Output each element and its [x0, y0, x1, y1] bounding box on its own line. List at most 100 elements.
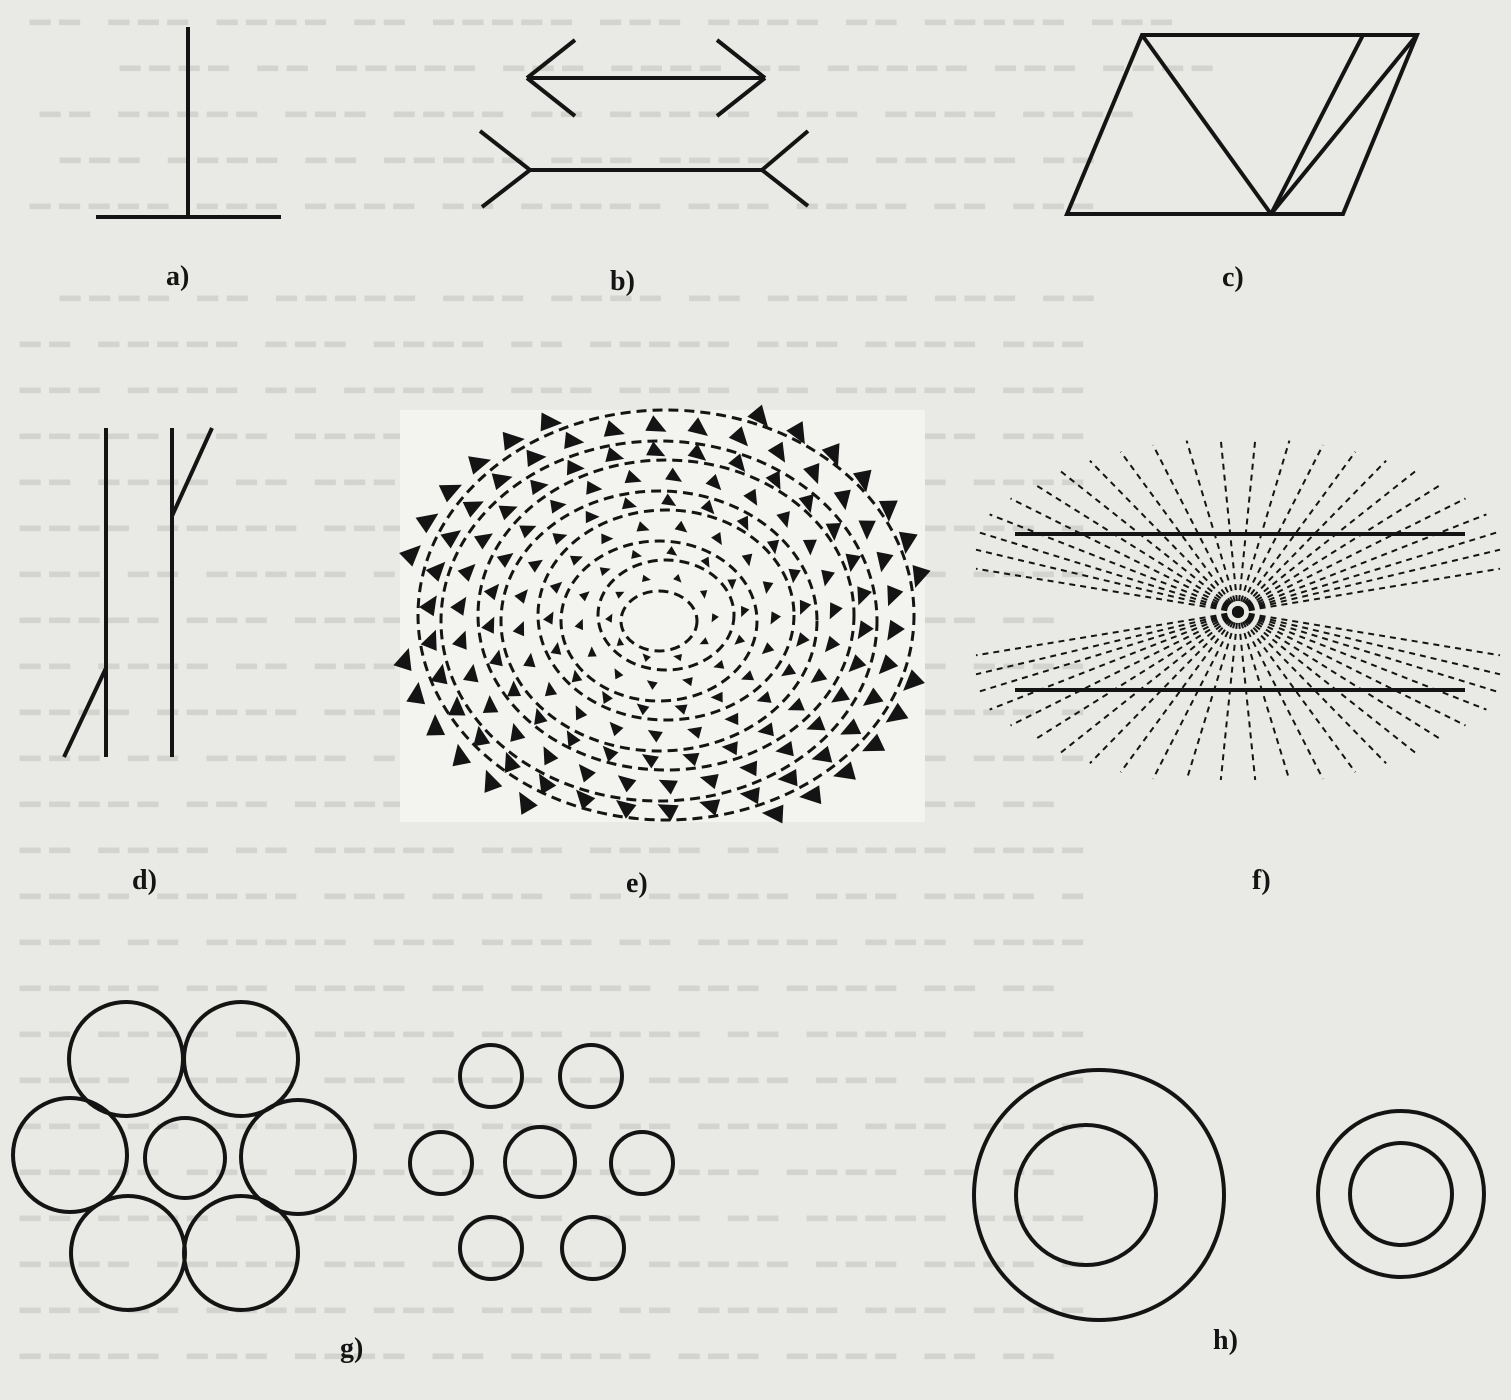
figure-e-mark — [806, 715, 826, 731]
figure-f-ray — [989, 611, 1239, 711]
figure-f-ray — [1089, 611, 1239, 764]
figure-e-mark — [728, 453, 746, 472]
figure-e-mark — [831, 686, 850, 703]
figure-e-mark — [549, 581, 563, 594]
figure-g-large-circle — [239, 1098, 357, 1216]
figure-e-mark — [852, 469, 872, 493]
figure-e-mark — [609, 721, 624, 737]
figure-e-mark — [440, 530, 462, 549]
figure-e-mark — [463, 663, 479, 683]
figure-e-mark — [605, 446, 625, 462]
figure-f-ray — [1033, 483, 1239, 613]
figure-e-mark — [887, 619, 905, 641]
figure-g-small-circle — [458, 1215, 524, 1281]
figure-e-mark — [550, 499, 567, 514]
figure-e-mark — [512, 621, 525, 637]
figure-e-ring — [536, 508, 796, 722]
figure-e-mark — [481, 616, 495, 634]
figure-e-mark — [406, 681, 426, 705]
figure-a-vertical-horizontal — [96, 27, 281, 219]
figure-e-mark — [739, 760, 758, 777]
figure-e-mark — [457, 563, 476, 582]
figure-e-mark — [770, 611, 781, 625]
figure-e-mark — [526, 449, 547, 467]
figure-e-mark — [631, 549, 642, 559]
figure-e-mark — [552, 533, 568, 545]
figure-d-lower-segment — [62, 667, 108, 758]
figure-e-mark — [878, 500, 898, 522]
figure-e-mark — [786, 421, 805, 445]
figure-f-ray — [1237, 611, 1501, 694]
figure-e-mark — [601, 533, 614, 545]
figure-e-ring — [596, 558, 736, 672]
figure-f-ray — [1152, 444, 1239, 613]
figure-d-poggendorff — [62, 427, 214, 758]
figure-h-delboeuf — [972, 1068, 1486, 1322]
figure-e-mark — [602, 745, 619, 762]
figure-e-mark — [483, 583, 500, 601]
caption-g: g) — [340, 1333, 363, 1364]
figure-e-mark — [534, 708, 548, 725]
figure-f-ray — [975, 567, 1239, 613]
figure-g-large-circle — [11, 1096, 129, 1214]
figure-e-mark — [799, 599, 812, 615]
figure-e-mark — [550, 642, 562, 655]
figure-e-mark — [647, 730, 663, 743]
figure-e-mark — [781, 663, 797, 677]
figure-f-ray — [1237, 611, 1291, 781]
figure-e-mark — [657, 804, 679, 821]
figure-e-mark — [450, 596, 467, 616]
figure-e-mark — [858, 520, 876, 540]
figure-f-ray — [1237, 611, 1501, 657]
figure-e-mark — [646, 680, 658, 690]
caption-b: b) — [610, 266, 635, 297]
figure-e-mark — [615, 591, 625, 599]
figure-e-mark — [507, 680, 522, 697]
figure-e-mark — [602, 690, 613, 704]
figure-e-mark — [848, 654, 867, 673]
figure-e-mark — [514, 589, 528, 604]
figure-f-ray — [1237, 611, 1466, 727]
figure-e-mark — [796, 632, 810, 647]
figure-e-mark — [682, 752, 700, 767]
figure-e-mark — [687, 726, 702, 739]
figure-e-mark — [734, 634, 746, 645]
figure-e-mark — [540, 412, 563, 432]
figure-e-mark — [713, 660, 725, 669]
figure-e-mark — [799, 785, 822, 805]
figure-e-mark — [438, 484, 462, 503]
figure-e-mark — [803, 463, 820, 485]
figure-g-small-circle — [408, 1130, 474, 1196]
figure-b-bottom-right-fin-upper — [760, 129, 810, 172]
figure-e-mark — [578, 764, 596, 783]
figure-e-mark — [482, 695, 499, 713]
figure-f-ray — [1185, 440, 1239, 613]
figure-e-mark — [624, 469, 642, 484]
figure-f-ray — [1010, 611, 1239, 727]
figure-e-mark — [811, 745, 833, 763]
figure-e-mark — [566, 730, 581, 748]
figure-e-mark — [489, 649, 503, 667]
figure-e-mark — [569, 555, 583, 566]
figure-f-ray — [1237, 611, 1387, 764]
figure-b-top-right-arrow-upper — [715, 38, 767, 80]
figure-e-mark — [571, 669, 583, 683]
figure-e-mark — [898, 531, 918, 555]
figure-e-mark — [741, 670, 755, 681]
figure-e-mark — [491, 473, 513, 491]
figure-e-mark — [599, 567, 611, 576]
figure-e-mark — [739, 787, 760, 805]
figure-e-mark — [798, 494, 814, 513]
figure-e-mark — [587, 646, 597, 657]
figure-e-mark — [903, 669, 925, 691]
figure-f-ray — [1060, 470, 1239, 613]
figure-e-mark — [741, 605, 750, 618]
figure-e-mark — [420, 629, 437, 651]
figure-e-mark — [699, 637, 709, 645]
figure-e-ring — [476, 458, 856, 772]
figure-h-left-inner-circle — [1014, 1123, 1158, 1267]
figure-f-ray — [1237, 440, 1291, 613]
figure-f-ray — [1237, 451, 1357, 613]
